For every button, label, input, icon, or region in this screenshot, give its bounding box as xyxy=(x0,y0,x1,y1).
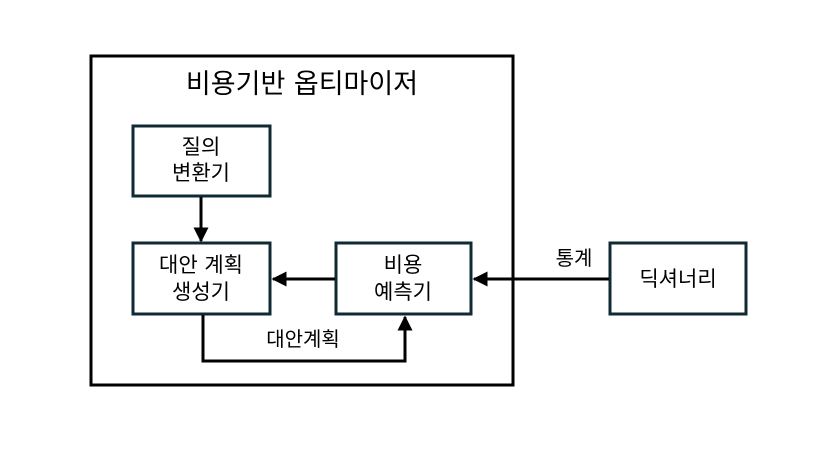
plan-generator-label-line1: 대안 계획 xyxy=(159,253,243,277)
dictionary-label: 딕셔너리 xyxy=(639,267,716,291)
cost-estimator-label-line2: 예측기 xyxy=(374,280,432,304)
cost-estimator-label-line1: 비용 xyxy=(384,253,423,277)
cost-estimator-box xyxy=(334,241,473,316)
query-transformer-box xyxy=(131,124,272,198)
statistics-label: 통계 xyxy=(556,246,593,270)
query-transformer-label-line2: 변환기 xyxy=(172,161,230,185)
optimizer-title: 비용기반 옵티마이저 xyxy=(186,69,418,100)
query-transformer-label-line1: 질의 xyxy=(182,135,221,159)
alternative-plan-label: 대안계획 xyxy=(266,327,340,351)
dictionary-box xyxy=(608,241,748,316)
arrow-plan-to-cost xyxy=(201,315,413,363)
plan-generator-box xyxy=(131,241,272,316)
optimizer-container xyxy=(89,54,515,387)
plan-generator-label-line2: 생성기 xyxy=(172,280,230,304)
